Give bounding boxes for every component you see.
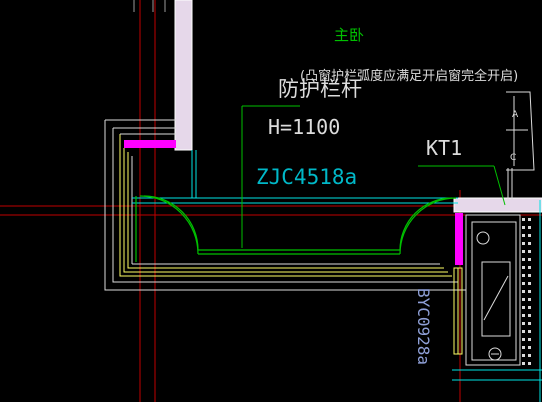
- ac-unit: [506, 91, 535, 200]
- annotation-leaders: [241, 105, 506, 248]
- window-sill-lines: [132, 150, 458, 204]
- protective-railing: [135, 195, 457, 262]
- room-name-label: 主卧: [334, 26, 364, 44]
- side-window-code: BYC0928a: [414, 288, 433, 365]
- wall-outline: [124, 0, 542, 265]
- height-label: H=1100: [268, 115, 340, 139]
- hatched-column: [522, 218, 531, 365]
- window-note: (凸窗护栏弧度应满足开启窗完全开启): [300, 68, 518, 84]
- right-equipment-block: [452, 200, 542, 402]
- ac-label: KT1: [426, 136, 462, 160]
- equipment-mark-a: A: [512, 110, 519, 120]
- grid-lines: [133, 0, 166, 12]
- bay-window-outline: [104, 119, 466, 291]
- equipment-mark-c: C: [510, 153, 516, 163]
- window-code-label: ZJC4518a: [256, 165, 357, 189]
- railing-label: 防护栏杆: [278, 77, 362, 101]
